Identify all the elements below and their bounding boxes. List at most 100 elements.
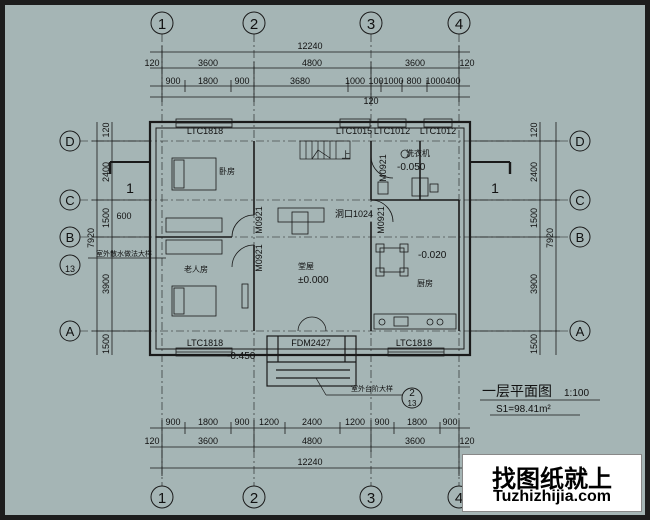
axis-bubble-A-right — [569, 320, 591, 342]
dim-bottom-r2-2: 4800 — [302, 436, 322, 446]
window-label-bottom-left: LTC1818 — [187, 338, 223, 348]
plan-title: 一层平面图 — [482, 383, 552, 399]
left-detail-note: 室外散水做法大样 — [96, 249, 152, 258]
window-label-bottom-right: LTC1818 — [396, 338, 432, 348]
dim-bottom-r1-7: 1800 — [407, 417, 427, 427]
dim-top-r3-1: 1800 — [198, 76, 218, 86]
axis-label-2-bottom: 2 — [250, 490, 258, 507]
axis-bubble-B-left — [59, 226, 81, 248]
axis-bubble-2-bottom — [242, 485, 266, 509]
dim-bottom-r1-5: 1200 — [345, 417, 365, 427]
axis-bubble-C-left — [59, 189, 81, 211]
dim-bottom-r1-8: 900 — [442, 417, 457, 427]
elevation-hall: ±0.000 — [298, 275, 329, 286]
window-label-top-left: LTC1818 — [187, 126, 223, 136]
dim-left-seg-0: 120 — [101, 122, 111, 137]
dimension-lines-top — [150, 46, 470, 102]
dim-top-r3-5: 1001000 — [368, 76, 403, 86]
dim-top-r3-6: 800 — [406, 76, 421, 86]
axis-label-3-top: 3 — [367, 16, 375, 33]
window-label-top-right1: LTC1012 — [374, 126, 410, 136]
dim-left-seg-1: 2400 — [101, 162, 111, 182]
elevation-wash: -0.050 — [397, 162, 426, 173]
axis-bubble-C-right — [569, 189, 591, 211]
dim-left-seg-2: 1500 — [101, 208, 111, 228]
axis-bubble-3-bottom — [359, 485, 383, 509]
axis-label-D-left: D — [65, 134, 74, 149]
stair-up-label: 上 — [341, 150, 350, 160]
detail-ref-bottom: 2 — [409, 388, 415, 399]
room-label-hall: 堂屋 — [298, 261, 314, 271]
dim-left-seg-3: 3900 — [101, 274, 111, 294]
dim-bottom-r1-4: 2400 — [302, 417, 322, 427]
dim-bottom-r2-4: 120 — [459, 436, 474, 446]
axis-bubble-B-right — [569, 226, 591, 248]
axis-bubble-1-top — [150, 11, 174, 35]
kitchen-counter — [373, 313, 457, 330]
axis-lines — [80, 34, 570, 490]
wardrobes — [165, 217, 223, 255]
axis-label-A-left: A — [66, 324, 75, 339]
dim-top-r3-0: 900 — [165, 76, 180, 86]
detail-num-bottom: 13 — [408, 399, 417, 408]
hall-altar — [277, 207, 325, 235]
section-marks — [108, 161, 512, 174]
axis-bubbles — [59, 11, 591, 509]
plan-scale: 1:100 — [564, 388, 589, 399]
beds — [171, 157, 249, 317]
axis-bubble-A-left — [59, 320, 81, 342]
axis-bubble-3-top — [359, 11, 383, 35]
axis-label-3-bottom: 3 — [367, 490, 375, 507]
leader-lines — [88, 257, 600, 416]
window-label-top-mid: LTC1015 — [336, 126, 372, 136]
dim-top-r3-7: 1000400 — [425, 76, 460, 86]
door-label-opening: 洞口1024 — [335, 209, 373, 219]
dim-top-extra: 120 — [363, 96, 378, 106]
dim-top-r2-1: 3600 — [198, 58, 218, 68]
dim-top-r2-4: 120 — [459, 58, 474, 68]
plan-area: S1=98.41m² — [496, 404, 551, 415]
dim-bottom-r2-0: 120 — [144, 436, 159, 446]
detail-num-left: 13 — [65, 264, 75, 274]
axis-label-1-top: 1 — [158, 16, 166, 33]
axis-label-2-top: 2 — [250, 16, 258, 33]
room-label-bedroom: 卧房 — [219, 166, 235, 176]
axis-bubble-D-right — [569, 130, 591, 152]
exterior-walls — [148, 120, 472, 357]
dim-bottom-r2-3: 3600 — [405, 436, 425, 446]
door-swings — [231, 155, 394, 332]
detail-bubble-bottom — [401, 387, 423, 409]
watermark-box: 找图纸就上 Tuzhizhijia.com — [462, 454, 642, 512]
room-label-wash: 洗衣机 — [406, 148, 430, 158]
dim-top-r3-3: 3680 — [290, 76, 310, 86]
watermark-url: Tuzhizhijia.com — [493, 488, 611, 505]
dim-bottom-r1-3: 1200 — [259, 417, 279, 427]
axis-bubble-2-top — [242, 11, 266, 35]
axis-bubble-D-left — [59, 130, 81, 152]
door-label-m0921-c: M0921 — [378, 154, 388, 182]
dimension-lines-bottom — [150, 420, 470, 476]
axis-bubble-1-bottom — [150, 485, 174, 509]
step-detail-note: 室外台阶大样 — [351, 384, 393, 393]
dim-right-seg-2: 1500 — [529, 208, 539, 228]
dim-right-seg-4: 1500 — [529, 334, 539, 354]
dim-top-r2-2: 4800 — [302, 58, 322, 68]
dim-top-r2-3: 3600 — [405, 58, 425, 68]
dimension-lines-right — [470, 122, 560, 355]
window-frames — [175, 118, 453, 357]
door-label-m0921-d: M0921 — [376, 206, 386, 234]
window-label-top-right2: LTC1012 — [420, 126, 456, 136]
elevation-outside: -0.450 — [227, 351, 256, 362]
dim-right-total: 7920 — [545, 228, 555, 248]
dim-top-r2-0: 120 — [144, 58, 159, 68]
door-label-m0921-b: M0921 — [254, 244, 264, 272]
dim-top-r3-2: 900 — [234, 76, 249, 86]
axis-label-4-bottom: 4 — [455, 490, 463, 507]
dining-table — [375, 243, 409, 277]
dim-bottom-total: 12240 — [297, 457, 322, 467]
axis-label-C-right: C — [575, 193, 584, 208]
dim-right-seg-3: 3900 — [529, 274, 539, 294]
dim-bottom-r2-1: 3600 — [198, 436, 218, 446]
stair — [299, 140, 351, 160]
